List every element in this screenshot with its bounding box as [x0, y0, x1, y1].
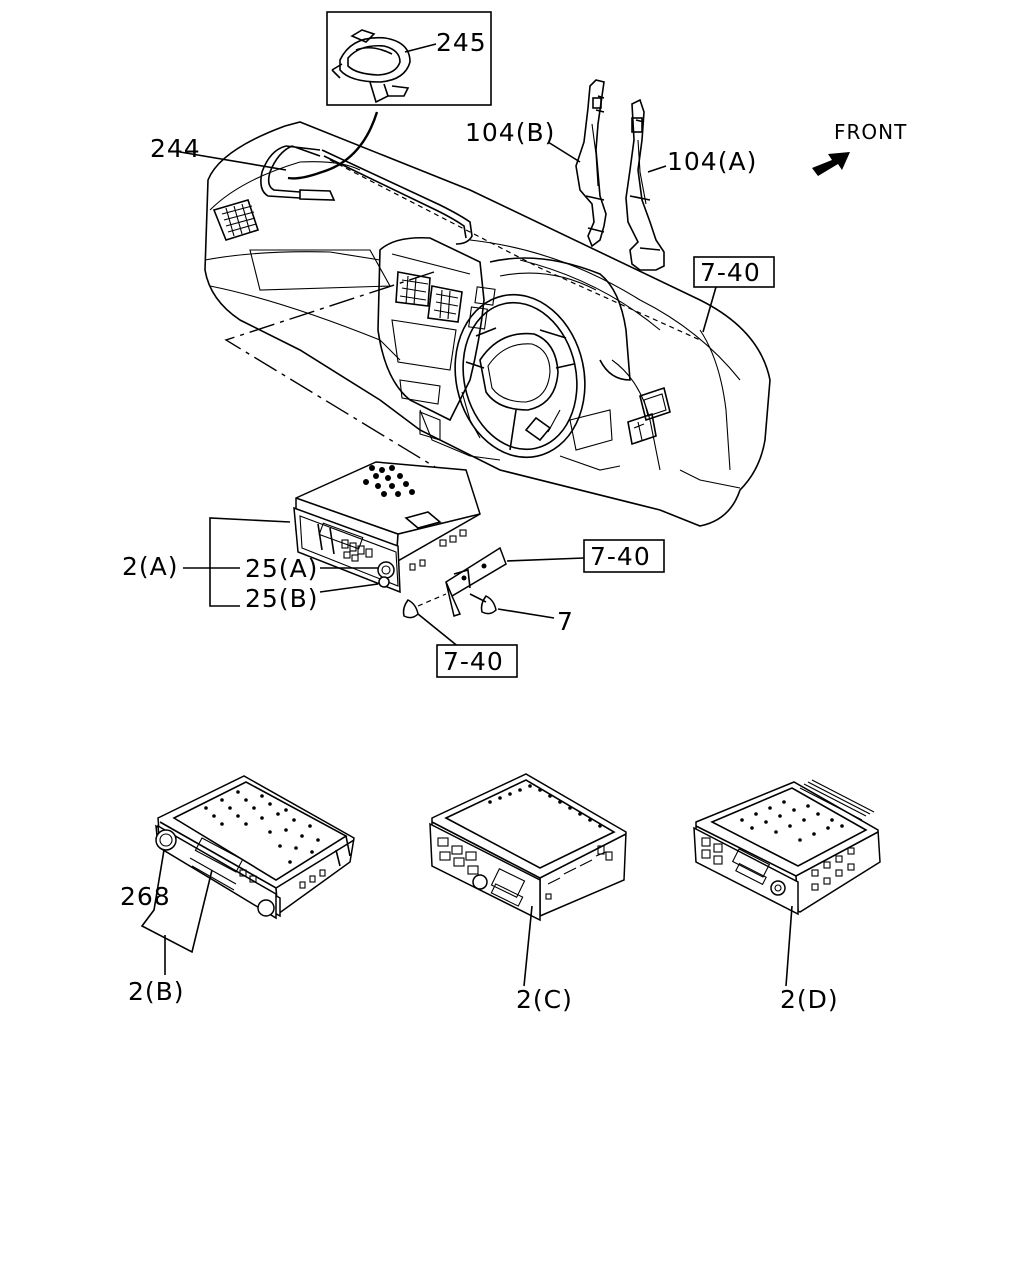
- antenna-cable: 244: [150, 111, 473, 245]
- callout-7: 7: [557, 607, 574, 636]
- callout-2a: 2(A): [122, 552, 179, 581]
- front-arrow-icon: [812, 152, 850, 176]
- ref-label-bracket: 7-40: [590, 542, 651, 571]
- front-label: FRONT: [834, 120, 907, 144]
- radio-unit-2c: [429, 773, 627, 922]
- ref-label-screw: 7-40: [443, 647, 504, 676]
- callout-104b: 104(B): [465, 118, 555, 147]
- callout-2b: 2(B): [128, 977, 185, 1006]
- steering-wheel: [454, 293, 586, 459]
- speaker-bracket-104b: 104(B): [465, 79, 607, 248]
- screw-7-40: [402, 593, 461, 649]
- callout-group-2a: 2(A) 25(A) 25(B): [122, 517, 379, 613]
- callout-2c: 2(C): [516, 985, 573, 1014]
- callout-104a: 104(A): [667, 147, 757, 176]
- callout-268: 268: [120, 882, 171, 911]
- callout-25b: 25(B): [245, 584, 318, 613]
- ref-7-40-dashboard: 7-40: [693, 256, 775, 333]
- front-direction-indicator: FRONT: [812, 120, 907, 176]
- screw-7: 7: [469, 593, 574, 636]
- ref-7-40-bracket: 7-40: [583, 539, 665, 573]
- callout-group-2d: 2(D): [780, 905, 839, 1014]
- callout-group-2b: 268 2(B): [120, 849, 213, 1006]
- antenna-detail-box: 245: [326, 11, 492, 106]
- callout-244: 244: [150, 134, 201, 163]
- dashboard-illustration: [204, 121, 771, 527]
- radio-unit-2a: [293, 461, 481, 594]
- callout-25a: 25(A): [245, 554, 318, 583]
- callout-group-2c: 2(C): [516, 905, 573, 1014]
- callout-2d: 2(D): [780, 985, 839, 1014]
- radio-unit-2d: [693, 779, 881, 916]
- callout-245: 245: [436, 28, 487, 57]
- ref-7-40-screw: 7-40: [436, 644, 518, 678]
- radio-unit-2b: [155, 775, 355, 920]
- ref-label-dashboard: 7-40: [700, 258, 761, 287]
- mounting-bracket: [445, 546, 585, 617]
- speaker-bracket-104a: 104(A): [625, 98, 757, 271]
